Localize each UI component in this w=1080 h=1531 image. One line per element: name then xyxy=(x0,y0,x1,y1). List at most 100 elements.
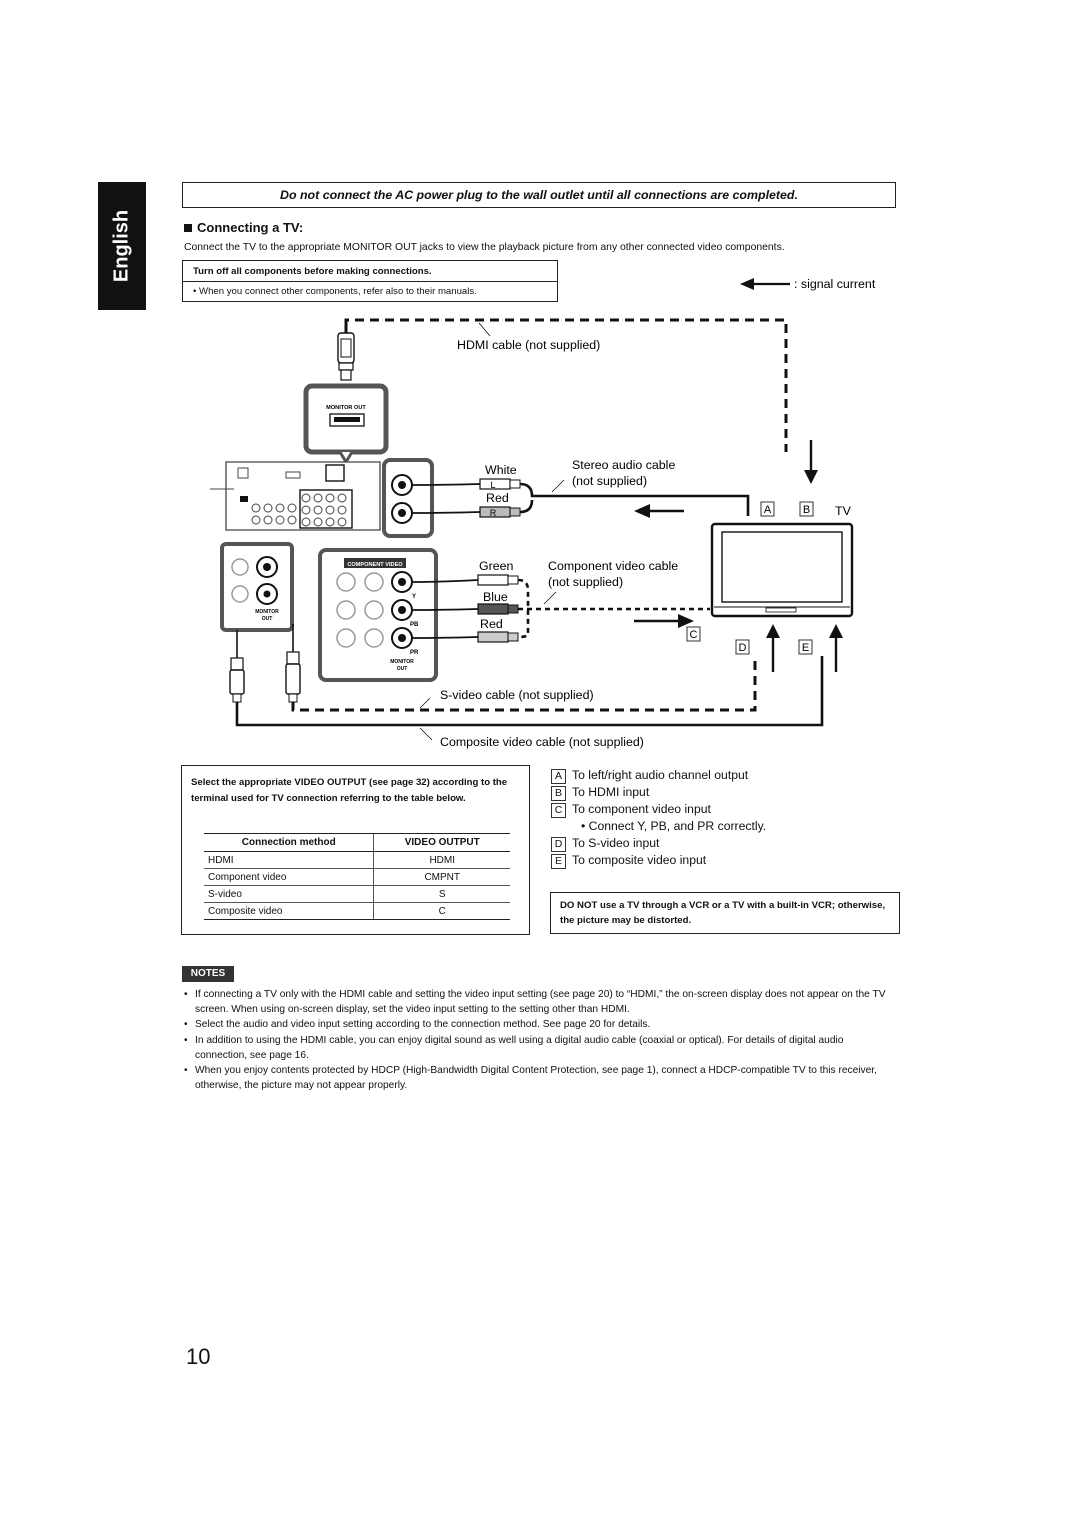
legend-text-e: To composite video input xyxy=(572,852,707,867)
plug-l-label: L xyxy=(490,480,495,490)
composite-plug-icon xyxy=(229,630,245,703)
legend-text-d: To S-video input xyxy=(572,835,660,850)
connection-diagram: : signal current HDMI cable (not supplie… xyxy=(210,277,876,749)
legend-item-e: E To composite video input xyxy=(551,852,766,869)
component-cable-label-2: (not supplied) xyxy=(548,575,623,589)
component-out-label: OUT xyxy=(397,666,408,672)
composite-cable-label: Composite video cable (not supplied) xyxy=(440,735,644,749)
tv-label: TV xyxy=(835,504,852,518)
note-item: If connecting a TV only with the HDMI ca… xyxy=(184,987,896,1017)
tip-bullet: • When you connect other components, ref… xyxy=(193,286,477,297)
table-row: S-video S xyxy=(204,885,510,903)
table-row: Composite video C xyxy=(204,902,510,920)
legend-badge-a: A xyxy=(551,769,566,784)
badge-d: D xyxy=(735,639,750,655)
audio-r-plug-icon: R xyxy=(479,506,521,518)
white-plug-label: White xyxy=(485,463,517,477)
component-pb-plug-icon xyxy=(477,603,519,615)
column-header-connection-method: Connection method xyxy=(204,833,374,852)
monitor-out-panel-label: MONITOR OUT xyxy=(326,405,366,411)
video-output-box: Select the appropriate VIDEO OUTPUT (see… xyxy=(181,765,530,935)
badge-d-label: D xyxy=(739,642,747,654)
red-audio-plug-label: Red xyxy=(486,491,509,505)
tip-title: Turn off all components before making co… xyxy=(193,266,432,277)
legend-text-c-note: Connect Y, PB, and PR correctly. xyxy=(588,819,767,833)
stereo-callout-line xyxy=(551,479,565,493)
legend-text-b: To HDMI input xyxy=(572,785,650,799)
legend-text-a: To left/right audio channel output xyxy=(572,768,749,782)
audio-l-wire xyxy=(411,483,481,486)
language-tab: English xyxy=(98,182,146,310)
svideo-cable-route xyxy=(291,656,757,712)
component-callout-line xyxy=(543,591,557,605)
audio-l-plug-icon: L xyxy=(479,478,521,490)
jack-pr-label: PR xyxy=(410,650,419,656)
table-cell: S xyxy=(373,885,510,903)
component-video-panel-label: COMPONENT VIDEO xyxy=(347,562,403,568)
vcr-warning: DO NOT use a TV through a VCR or a TV wi… xyxy=(550,892,900,934)
receiver-rear-panel xyxy=(210,461,381,531)
section-title-text: Connecting a TV: xyxy=(197,220,304,235)
table-header-row: Connection method VIDEO OUTPUT xyxy=(204,833,510,852)
hdmi-plug-icon xyxy=(337,326,355,381)
hdmi-callout-line xyxy=(478,322,491,337)
video-output-table: Connection method VIDEO OUTPUT HDMI HDMI… xyxy=(204,833,510,920)
table-cell: S-video xyxy=(204,885,374,903)
svideo-plug-icon xyxy=(285,624,301,703)
table-cell: CMPNT xyxy=(373,868,510,886)
monitor-out-hdmi-panel: MONITOR OUT xyxy=(303,383,389,465)
page-number: 10 xyxy=(186,1344,211,1369)
legend-badge-b: B xyxy=(551,786,566,801)
notes-list: If connecting a TV only with the HDMI ca… xyxy=(184,987,896,1093)
legend-item-c-note: • Connect Y, PB, and PR correctly. xyxy=(581,819,767,833)
plug-r-label: R xyxy=(490,508,497,518)
tip-bullet-text: When you connect other components, refer… xyxy=(199,286,477,297)
svideo-cable-label: S-video cable (not supplied) xyxy=(440,688,594,702)
table-cell: C xyxy=(373,902,510,920)
note-item: When you enjoy contents protected by HDC… xyxy=(184,1063,896,1093)
legend-text-c: To component video input xyxy=(572,802,711,816)
component-monitor-label: MONITOR xyxy=(390,659,414,665)
badge-e: E xyxy=(798,639,813,655)
hdmi-cable-route xyxy=(344,318,788,452)
hdmi-cable-label: HDMI cable (not supplied) xyxy=(457,338,600,352)
red-video-plug-label: Red xyxy=(480,617,503,631)
badge-b-label: B xyxy=(803,504,810,516)
svideo-callout-line xyxy=(419,697,431,709)
stereo-cable-label-1: Stereo audio cable xyxy=(572,458,675,472)
turn-off-tip-box: Turn off all components before making co… xyxy=(182,260,558,302)
component-y-plug-icon xyxy=(477,574,519,586)
table-cell: HDMI xyxy=(373,851,510,869)
blue-plug-label: Blue xyxy=(483,590,508,604)
note-item: Select the audio and video input setting… xyxy=(184,1017,896,1032)
component-cable-label-1: Component video cable xyxy=(548,559,678,573)
video-output-instructions: Select the appropriate VIDEO OUTPUT (see… xyxy=(191,777,508,804)
component-cable-bundle xyxy=(517,578,530,639)
legend-badge-e: E xyxy=(551,853,566,869)
badge-c: C xyxy=(686,626,701,642)
badge-a-label: A xyxy=(764,504,772,516)
table-row: Component video CMPNT xyxy=(204,868,510,886)
power-warning: Do not connect the AC power plug to the … xyxy=(182,182,896,208)
jack-y-label: Y xyxy=(412,594,416,600)
table-cell: Composite video xyxy=(204,902,374,920)
note-item: In addition to using the HDMI cable, you… xyxy=(184,1033,896,1063)
jack-pb-label: PB xyxy=(410,622,419,628)
table-cell: HDMI xyxy=(204,851,374,869)
svideo-monitor-label: MONITOR xyxy=(255,609,279,615)
signal-legend-label: : signal current xyxy=(794,277,876,291)
stereo-cable-label-2: (not supplied) xyxy=(572,474,647,488)
notes-badge: NOTES xyxy=(182,966,234,982)
audio-cable-to-tv xyxy=(519,482,750,516)
connection-legend: A To left/right audio channel output B To … xyxy=(551,767,766,869)
svideo-out-label: OUT xyxy=(262,616,273,622)
composite-callout-line xyxy=(419,727,433,741)
green-plug-label: Green xyxy=(479,559,514,573)
audio-r-wire xyxy=(411,511,481,514)
square-bullet-icon xyxy=(184,224,192,232)
badge-c-label: C xyxy=(690,629,698,641)
legend-item-b: B To HDMI input xyxy=(551,784,766,801)
tip-divider xyxy=(183,281,557,282)
badge-a: A xyxy=(760,501,775,517)
